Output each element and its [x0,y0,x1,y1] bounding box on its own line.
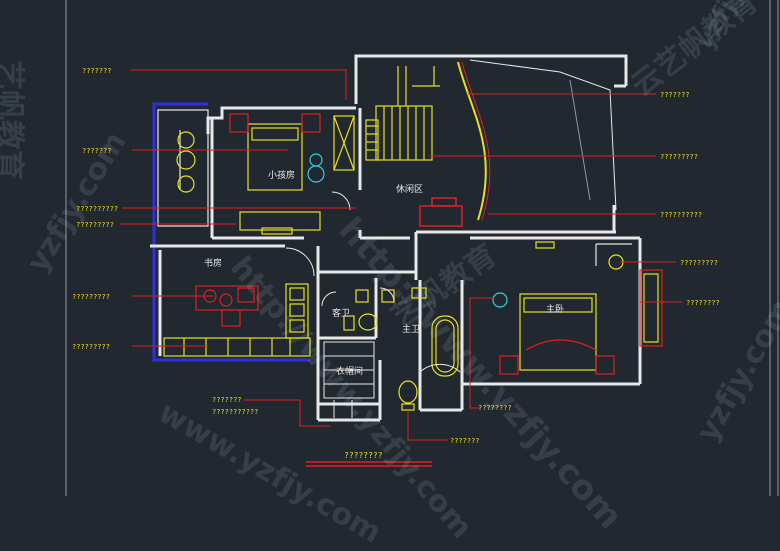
callout-label: ??????? [660,91,690,99]
callout-label: ???????? [478,404,512,412]
guest-bath-fixtures [321,287,395,331]
callout-label: ????????? [76,221,114,229]
master-bath-fixtures [398,287,461,411]
callout-label: ????????? [680,259,718,267]
floor-plan-svg: 小孩房 休闲区 书房 客卫 主卫 主卧 衣帽间 ??????? ??????? … [65,0,779,496]
callout-label: ????????? [660,153,698,161]
callout-labels: ??????? ??????? ?????????? ????????? ???… [72,67,720,445]
study-furniture [163,247,315,357]
curved-feature-wall [457,59,617,221]
callout-label: ???????? [686,299,720,307]
room-labels: 小孩房 休闲区 书房 客卫 主卫 主卧 衣帽间 [204,169,564,377]
leader-lines [120,69,682,441]
label-master-bath: 主卫 [402,323,420,335]
walls [150,54,642,422]
lounge-furniture [331,191,463,227]
label-closet: 衣帽间 [336,365,363,377]
label-kids-room: 小孩房 [268,169,295,181]
closet-fixtures [323,341,375,418]
label-lounge: 休闲区 [396,183,423,195]
callout-label: ?????????? [660,211,702,219]
title-underline [306,461,432,467]
callout-label: ?????????? [76,205,118,213]
label-study: 书房 [204,257,222,269]
callout-label: ????????? [72,293,110,301]
callout-label-bath: ??????? [450,437,480,445]
callout-label: ??????? [82,147,112,155]
staircase [365,66,440,161]
label-guest-bath: 客卫 [332,307,350,319]
callout-label: ??????????? [212,408,258,416]
master-bedroom-furniture [492,241,663,375]
plan-title: ???????? [344,451,383,460]
callout-label: ??????? [212,396,242,404]
sheet-frame [65,0,779,496]
blue-accent-walls [152,102,310,362]
label-master-bedroom: 主卧 [546,303,564,315]
callout-label: ????????? [72,343,110,351]
kids-room-furniture [157,109,355,235]
callout-label: ??????? [82,67,112,75]
